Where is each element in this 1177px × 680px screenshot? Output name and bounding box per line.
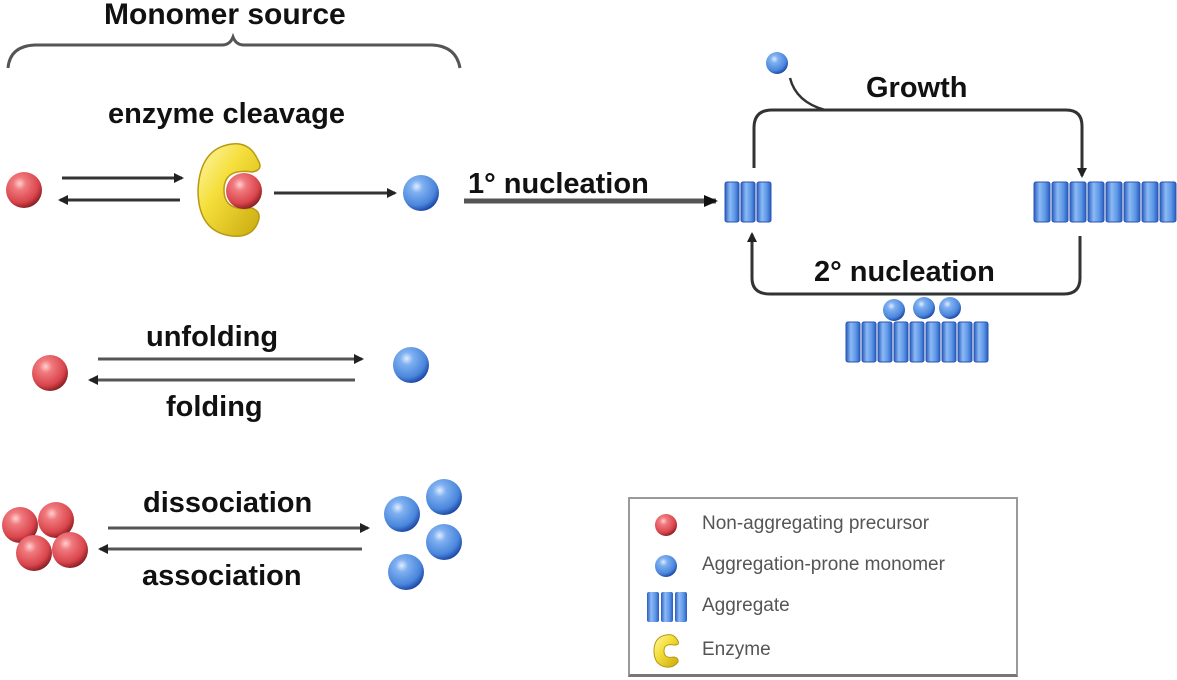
legend-item-enzyme: Enzyme (630, 631, 1016, 671)
legend-item-precursor: Non-aggregating precursor (630, 505, 1016, 545)
aggregate-unit (1051, 181, 1069, 223)
large-aggregate (1033, 181, 1177, 223)
growth-arrow (752, 108, 1087, 178)
small-aggregate (724, 181, 772, 223)
aggregate-unit (941, 321, 957, 363)
surface-aggregate (845, 297, 989, 363)
legend-label: Enzyme (702, 639, 771, 660)
aggregate-unit (1033, 181, 1051, 223)
secondary-nucleation-label: 2° nucleation (814, 256, 995, 288)
monomer-source-title: Monomer source (104, 0, 346, 31)
legend-label: Non-aggregating precursor (702, 513, 930, 534)
monomer-source-brace (6, 32, 462, 69)
aggregate-unit (973, 321, 989, 363)
aggregate-unit (740, 181, 756, 223)
folded-precursor-sphere (32, 355, 68, 391)
unfolded-monomer-sphere (393, 347, 429, 383)
enzyme-cleavage-label: enzyme cleavage (108, 98, 345, 130)
blue-sphere-icon (655, 555, 677, 577)
aggregate-unit (957, 321, 973, 363)
bound-precursor-sphere (226, 173, 262, 209)
primary-nucleation-label: 1° nucleation (468, 168, 649, 200)
aggregate-unit (1123, 181, 1141, 223)
legend-label: Aggregation-prone monomer (702, 554, 945, 575)
unfolding-label: unfolding (146, 321, 279, 353)
secondary-nucleation-arrow (747, 232, 1082, 296)
legend-item-aggregate: Aggregate (630, 587, 1016, 627)
enzyme-shape (197, 143, 261, 237)
aggregate-unit (909, 321, 925, 363)
surface-bound-monomer (913, 297, 935, 319)
aggregate-unit (1159, 181, 1177, 223)
precursor-oligomer (2, 502, 88, 571)
legend-label: Aggregate (702, 595, 790, 616)
aggregate-unit (1069, 181, 1087, 223)
aggregate-icon (647, 592, 687, 622)
surface-bound-monomer (939, 297, 961, 319)
legend-item-monomer: Aggregation-prone monomer (630, 546, 1016, 586)
free-monomers (384, 479, 462, 590)
surface-bound-monomer (883, 299, 905, 321)
incoming-monomer-sphere (766, 52, 788, 74)
aggregate-unit (1087, 181, 1105, 223)
monomer-incoming-path (788, 77, 826, 112)
aggregate-unit (1141, 181, 1159, 223)
precursor-sphere (6, 172, 42, 208)
enzyme-icon (653, 634, 679, 668)
aggregate-unit (861, 321, 877, 363)
aggregate-unit (893, 321, 909, 363)
aggregate-unit (845, 321, 861, 363)
association-label: association (142, 560, 302, 592)
aggregate-unit (1105, 181, 1123, 223)
aggregate-unit (724, 181, 740, 223)
monomer-sphere (403, 175, 439, 211)
aggregate-unit (877, 321, 893, 363)
folding-label: folding (166, 391, 263, 423)
aggregate-unit (925, 321, 941, 363)
legend: Non-aggregating precursor Aggregation-pr… (628, 497, 1018, 677)
dissociation-label: dissociation (143, 487, 313, 519)
aggregate-unit (756, 181, 772, 223)
red-sphere-icon (655, 514, 677, 536)
growth-label: Growth (866, 72, 968, 104)
